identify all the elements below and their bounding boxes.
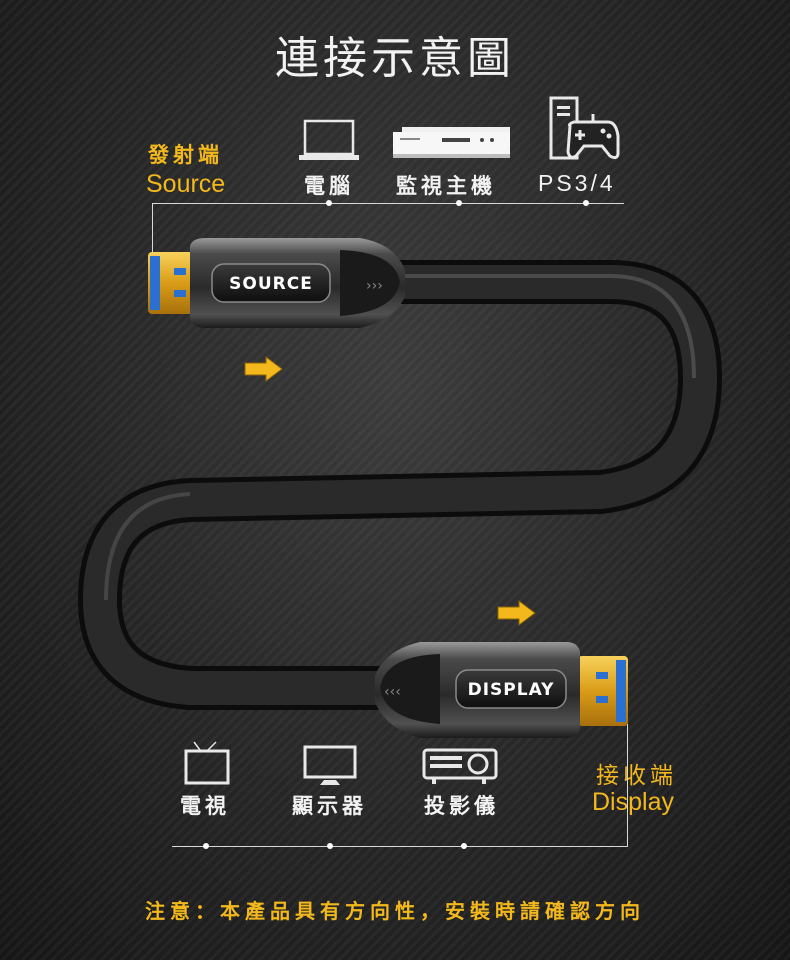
device-label-projector: 投影儀: [424, 794, 499, 818]
source-bracket-line: [152, 203, 624, 204]
source-bracket-drop: [152, 203, 153, 255]
game-console-icon: [549, 96, 620, 160]
display-bracket-line: [172, 846, 628, 847]
display-dot-tv: [203, 843, 209, 849]
source-dot-monitoring-host: [456, 200, 462, 206]
source-dot-computer: [326, 200, 332, 206]
svg-text:›››: ›››: [366, 278, 383, 294]
source-connector-label: SOURCE: [229, 274, 313, 294]
direction-arrow-icon: [497, 600, 536, 626]
source-connector: ›››: [148, 238, 405, 328]
display-connector: ‹‹‹: [375, 642, 628, 738]
display-connector-label: DISPLAY: [467, 680, 555, 700]
display-bracket-rise: [627, 724, 628, 847]
source-dot-ps34: [583, 200, 589, 206]
display-dot-projector: [461, 843, 467, 849]
source-label-en: Source: [146, 170, 226, 198]
device-label-ps34: PS3/4: [538, 170, 616, 196]
device-label-tv: 電視: [180, 794, 230, 818]
tv-icon: [184, 741, 230, 785]
device-label-computer: 電腦: [304, 174, 354, 198]
display-label-en: Display: [592, 788, 674, 816]
laptop-icon: [299, 119, 359, 160]
device-label-monitor: 顯示器: [292, 794, 367, 818]
source-label-cn: 發射端: [148, 143, 223, 167]
page-title: 連接示意圖: [275, 33, 515, 84]
direction-notice: 注意：本產品具有方向性，安裝時請確認方向: [145, 899, 645, 923]
direction-arrow-icon: [244, 356, 283, 382]
projector-icon: [422, 748, 498, 784]
display-label-cn: 接收端: [596, 763, 677, 789]
monitor-icon: [303, 745, 357, 785]
dvr-recorder-icon: [393, 127, 510, 158]
display-dot-monitor: [327, 843, 333, 849]
svg-text:‹‹‹: ‹‹‹: [384, 684, 401, 700]
device-label-monitoring-host: 監視主機: [396, 174, 496, 198]
